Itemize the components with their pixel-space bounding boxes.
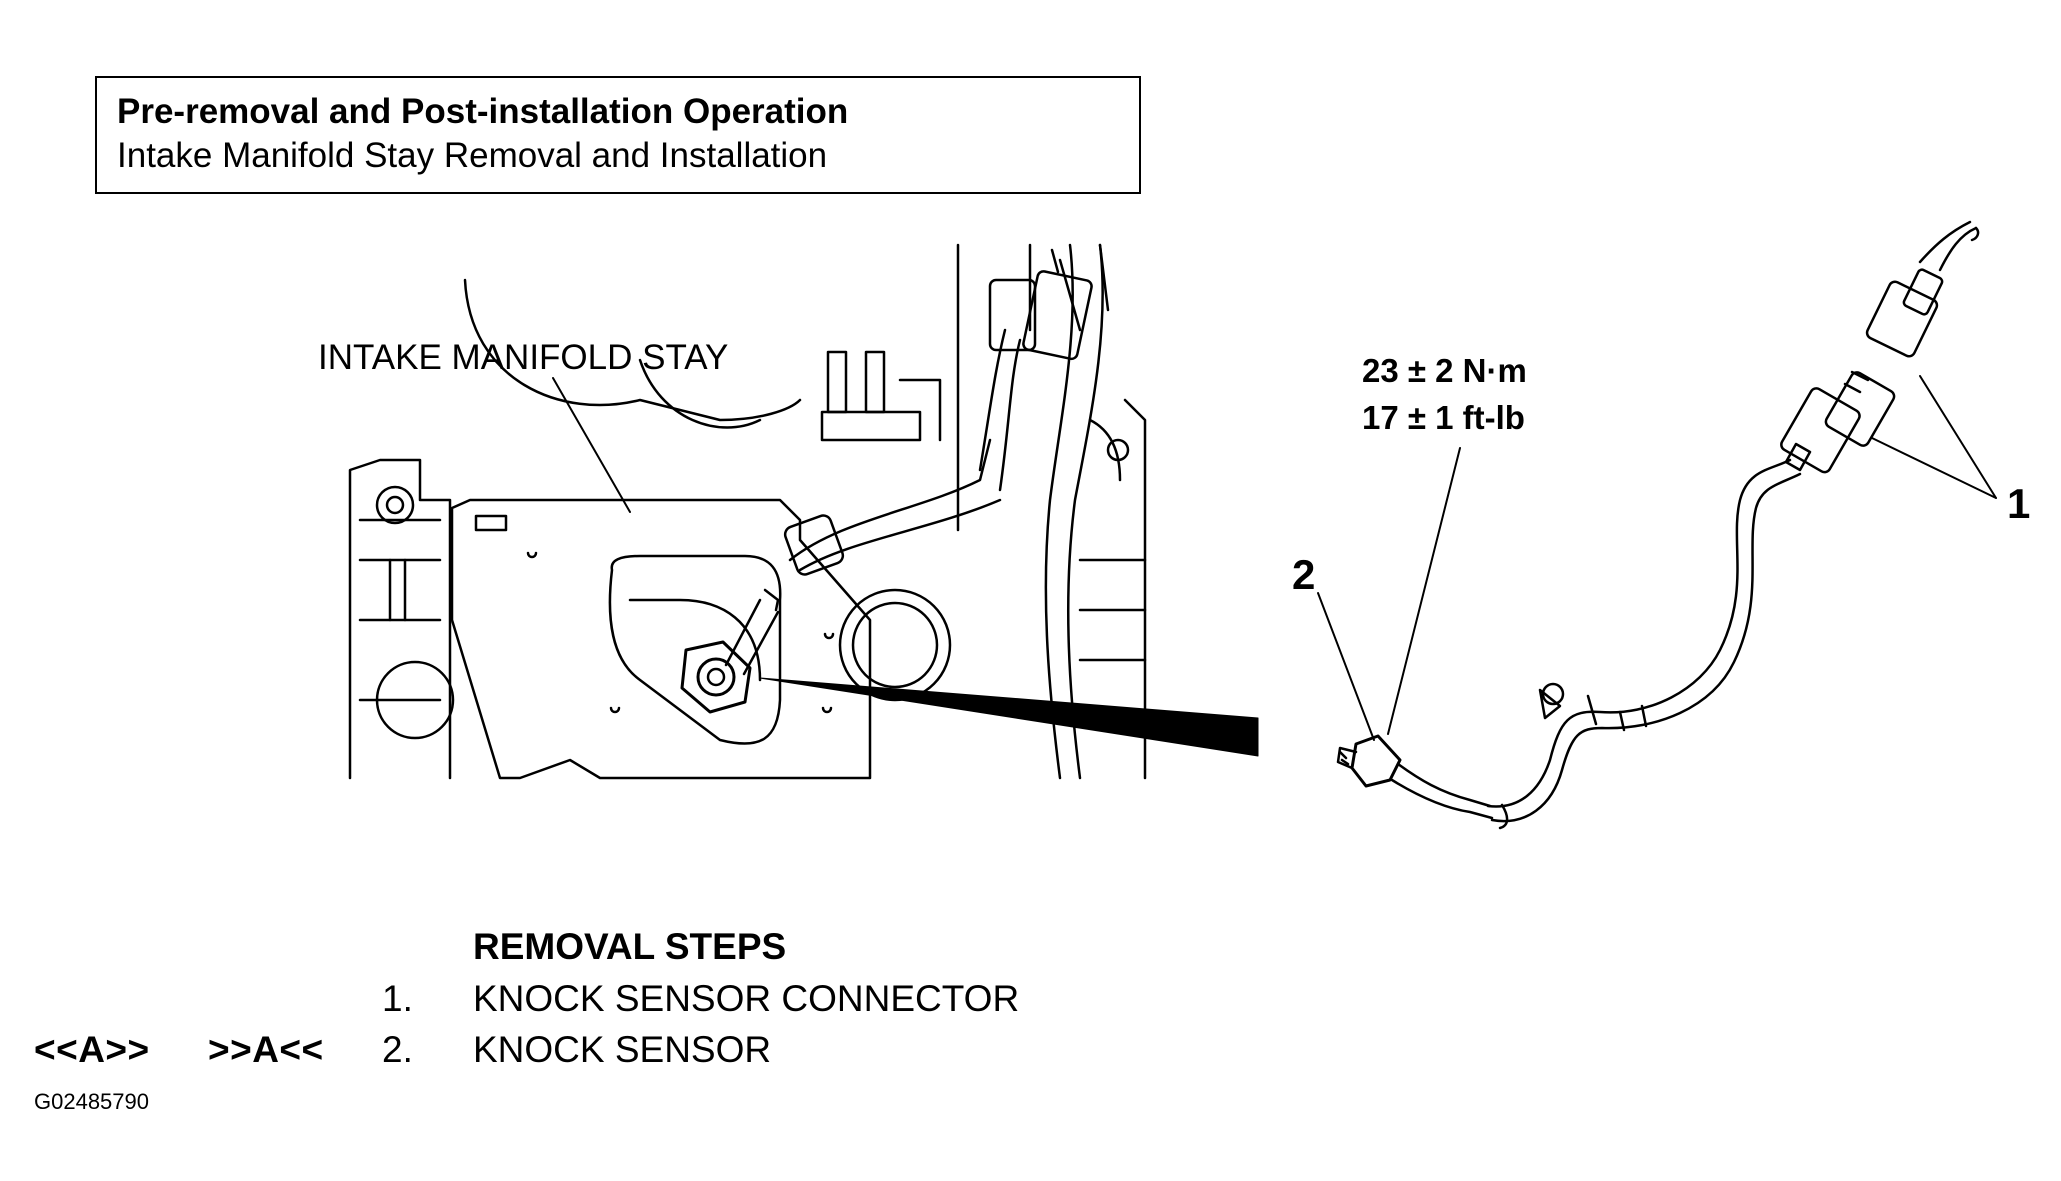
item-1-leader-line-b xyxy=(1871,437,1997,499)
figure-id: G02485790 xyxy=(34,1089,149,1114)
detail-magnification-wedge xyxy=(759,677,1259,757)
torque-spec-ftlb: 17 ± 1 ft-lb xyxy=(1362,399,1525,436)
step-2-removal-ref: <<A>> xyxy=(34,1029,150,1070)
removal-steps-heading: REMOVAL STEPS xyxy=(473,926,787,967)
step-1-label: KNOCK SENSOR CONNECTOR xyxy=(473,978,1020,1019)
item-1-callout: 1 xyxy=(2007,480,2031,527)
step-2-install-ref: >>A<< xyxy=(208,1029,324,1070)
torque-leader-line xyxy=(1387,447,1461,735)
item-2-callout: 2 xyxy=(1292,551,1316,598)
knock-sensor-detail xyxy=(1336,220,1980,830)
item-2-leader-line xyxy=(1317,592,1375,741)
operation-subtitle: Intake Manifold Stay Removal and Install… xyxy=(117,136,828,175)
engine-block-illustration xyxy=(348,243,1147,780)
operation-header-box: Pre-removal and Post-installation Operat… xyxy=(95,76,1141,194)
torque-spec-nm: 23 ± 2 N·m xyxy=(1362,352,1527,389)
stay-leader-line xyxy=(552,377,631,513)
step-2-label: KNOCK SENSOR xyxy=(473,1029,772,1070)
step-1-number: 1. xyxy=(382,978,413,1019)
operation-title: Pre-removal and Post-installation Operat… xyxy=(117,92,849,131)
step-2-number: 2. xyxy=(382,1029,413,1070)
item-1-leader-line-a xyxy=(1919,375,1997,499)
intake-manifold-stay-callout: INTAKE MANIFOLD STAY xyxy=(318,338,729,377)
